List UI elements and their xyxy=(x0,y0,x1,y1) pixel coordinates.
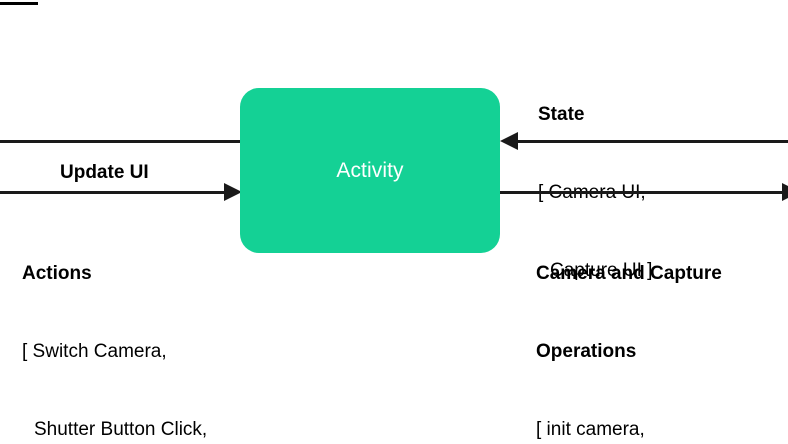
update-ui-heading: Update UI xyxy=(60,162,149,183)
actions-item: Shutter Button Click, xyxy=(34,419,208,440)
edge-label-camera-operations: Camera and Capture Operations [ init cam… xyxy=(536,209,722,444)
edge-camera-operations-arrowhead xyxy=(782,183,788,201)
edge-update-ui-line xyxy=(0,140,242,143)
edge-state-line xyxy=(514,140,788,143)
edge-label-state: State [ Camera UI, Capture UI ] xyxy=(538,50,652,336)
camera-operations-heading-line2: Operations xyxy=(536,341,637,362)
edge-camera-operations-line xyxy=(498,191,788,194)
actions-item: [ Switch Camera, xyxy=(22,341,167,362)
activity-node-label: Activity xyxy=(336,159,404,182)
activity-node[interactable]: Activity xyxy=(240,88,500,253)
edge-label-actions: Actions [ Switch Camera, Shutter Button … xyxy=(22,209,254,444)
edge-label-update-ui: Update UI xyxy=(60,108,149,238)
state-heading: State xyxy=(538,104,585,125)
camera-operations-item: [ init camera, xyxy=(536,419,645,440)
actions-heading: Actions xyxy=(22,263,92,284)
edge-actions-arrowhead xyxy=(224,183,242,201)
state-item: Capture UI ] xyxy=(550,260,653,281)
edge-actions-line xyxy=(0,191,228,194)
camera-operations-heading-line1: Camera and Capture xyxy=(536,263,722,284)
edge-state-arrowhead xyxy=(500,132,518,150)
corner-rule-mark xyxy=(0,2,38,5)
